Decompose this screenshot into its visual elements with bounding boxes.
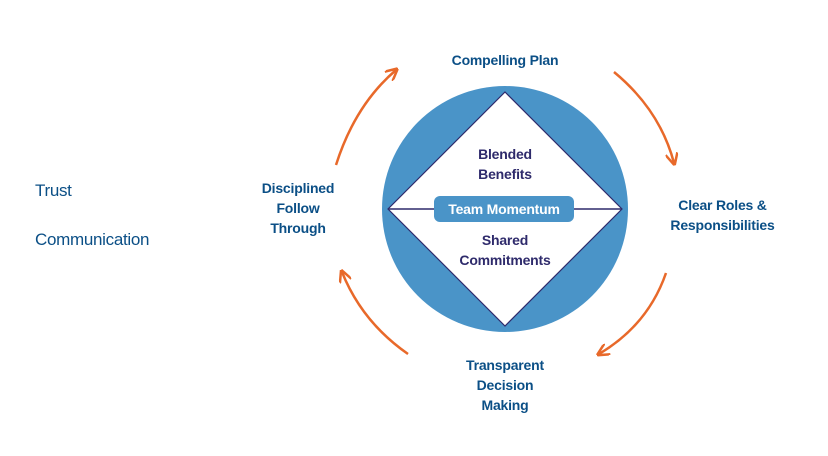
center-lower-line-1: Shared [481,232,529,248]
stage-bottom: Transparent Decision Making [440,355,570,415]
center-upper-line-2: Benefits [478,166,532,182]
stage-top-label: Compelling Plan [451,52,559,68]
center-upper: Blended Benefits [445,144,565,184]
arrow-bottom-to-left [342,272,409,356]
side-label-trust: Trust [35,181,72,200]
stage-right-line-2: Responsibilities [670,217,775,233]
stage-bottom-line-3: Making [481,397,529,413]
arrow-left-to-top [334,70,396,166]
side-label-communication: Communication [35,230,150,249]
center-lower: Shared Commitments [430,230,580,270]
stage-bottom-line-2: Decision [476,377,534,393]
center-lower-line-2: Commitments [459,252,551,268]
stage-right: Clear Roles & Responsibilities [650,195,795,235]
stage-left-line-2: Follow [276,200,320,216]
stage-top: Compelling Plan [425,50,585,70]
team-momentum-badge: Team Momentum [434,196,574,222]
stage-left-line-3: Through [270,220,326,236]
stage-bottom-line-1: Transparent [466,357,544,373]
arrow-right-to-bottom [599,272,668,354]
arrow-top-to-right [613,71,674,163]
stage-left: Disciplined Follow Through [243,178,353,238]
center-upper-line-1: Blended [478,146,532,162]
stage-left-line-1: Disciplined [261,180,335,196]
stage-right-line-1: Clear Roles & [678,197,767,213]
